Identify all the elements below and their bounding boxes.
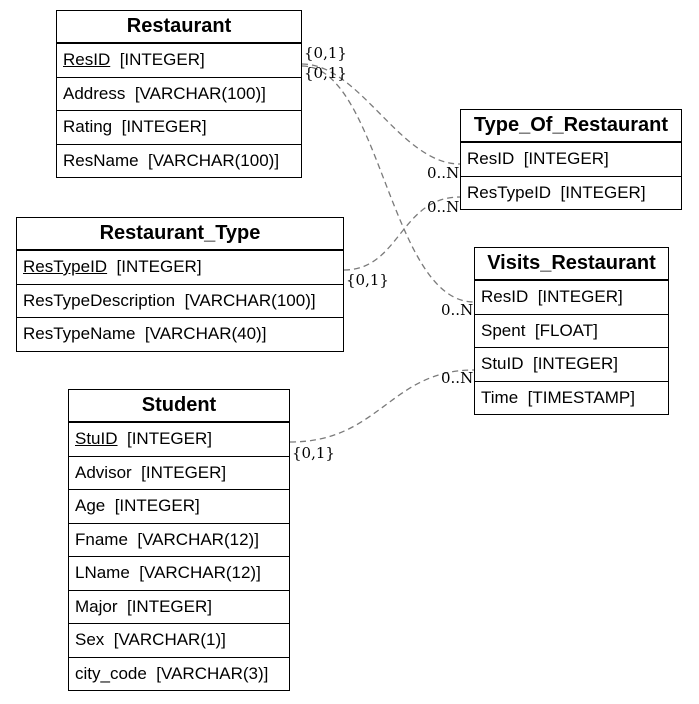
card-stu-visits-to: 0..N (441, 369, 473, 387)
column-name: ResTypeID (467, 182, 552, 202)
column-type: [VARCHAR(12)] (137, 529, 259, 549)
card-res-visits-to: 0..N (441, 301, 473, 319)
column-row: Rating [INTEGER] (57, 110, 301, 144)
column-name: Major (75, 596, 118, 616)
column-name: Fname (75, 529, 128, 549)
column-row: ResTypeName [VARCHAR(40)] (17, 317, 343, 351)
column-name: Sex (75, 630, 105, 649)
entity-type-of-restaurant[interactable]: Type_Of_Restaurant ResID [INTEGER] ResTy… (460, 109, 682, 210)
column-type: [INTEGER] (114, 496, 200, 515)
column-name: ResID (467, 149, 515, 168)
entity-restaurant[interactable]: Restaurant ResID [INTEGER] Address [VARC… (56, 10, 302, 178)
card-res-visits-from: {0,1} (304, 64, 347, 82)
entity-restaurant-type[interactable]: Restaurant_Type ResTypeID [INTEGER] ResT… (16, 217, 344, 352)
link-restaurant-type-of-restaurant (301, 63, 461, 165)
entity-visits-restaurant[interactable]: Visits_Restaurant ResID [INTEGER] Spent … (474, 247, 669, 415)
column-row: StuID [INTEGER] (475, 347, 668, 381)
entity-title: Restaurant (57, 11, 301, 43)
column-row: Major [INTEGER] (69, 589, 289, 624)
column-name: Age (75, 496, 106, 515)
column-name: Address (63, 83, 126, 103)
column-name: Rating (63, 117, 113, 136)
link-restaurant-visits-restaurant (301, 65, 475, 303)
card-stu-visits-from: {0,1} (292, 444, 335, 462)
card-res-type-from: {0,1} (304, 44, 347, 62)
column-type: [VARCHAR(100)] (148, 150, 280, 170)
column-type: [INTEGER] (523, 149, 609, 168)
column-name: Advisor (75, 462, 132, 482)
column-type: [VARCHAR(100)] (134, 83, 266, 103)
column-name: Time (481, 387, 519, 407)
column-type: [INTEGER] (126, 596, 212, 616)
column-type: [VARCHAR(3)] (156, 663, 269, 683)
column-name: LName (75, 563, 130, 582)
column-row: Fname [VARCHAR(12)] (69, 522, 289, 557)
column-row: ResTypeDescription [VARCHAR(100)] (17, 283, 343, 318)
column-type: [INTEGER] (532, 354, 618, 373)
column-name: city_code (75, 663, 147, 683)
column-name: ResID (63, 50, 111, 69)
column-name: ResTypeName (23, 324, 136, 343)
entity-title: Restaurant_Type (17, 218, 343, 250)
column-type: [VARCHAR(100)] (184, 290, 316, 310)
column-row: Spent [FLOAT] (475, 313, 668, 348)
card-restype-type-to: 0..N (427, 198, 459, 216)
column-row: ResTypeID [INTEGER] (17, 250, 343, 284)
column-row: ResID [INTEGER] (461, 142, 681, 176)
column-name: ResTypeID (23, 257, 108, 276)
column-type: [VARCHAR(12)] (139, 563, 261, 582)
column-type: [INTEGER] (537, 287, 623, 306)
link-student-visits-restaurant (289, 369, 475, 443)
column-row: city_code [VARCHAR(3)] (69, 656, 289, 691)
card-restype-from: {0,1} (346, 271, 389, 289)
link-restaurant-type-type-of-restaurant (343, 196, 461, 271)
column-name: StuID (481, 354, 524, 373)
column-row: Advisor [INTEGER] (69, 455, 289, 490)
column-row: ResID [INTEGER] (57, 43, 301, 77)
column-row: Time [TIMESTAMP] (475, 380, 668, 415)
column-type: [FLOAT] (534, 320, 598, 340)
column-type: [TIMESTAMP] (527, 387, 635, 407)
column-type: [INTEGER] (119, 50, 205, 69)
column-type: [INTEGER] (121, 117, 207, 136)
column-type: [INTEGER] (141, 462, 227, 482)
entity-title: Type_Of_Restaurant (461, 110, 681, 142)
column-row: ResTypeID [INTEGER] (461, 175, 681, 210)
card-res-type-to: 0..N (427, 164, 459, 182)
column-name: ResName (63, 150, 139, 170)
column-type: [VARCHAR(40)] (144, 324, 267, 343)
entity-student[interactable]: Student StuID [INTEGER] Advisor [INTEGER… (68, 389, 290, 691)
column-type: [INTEGER] (116, 257, 202, 276)
column-type: [VARCHAR(1)] (113, 630, 226, 649)
column-type: [INTEGER] (560, 182, 646, 202)
entity-title: Student (69, 390, 289, 422)
column-row: ResID [INTEGER] (475, 280, 668, 314)
column-name: ResTypeDescription (23, 290, 176, 310)
column-type: [INTEGER] (126, 429, 212, 448)
entity-title: Visits_Restaurant (475, 248, 668, 280)
column-row: Age [INTEGER] (69, 489, 289, 523)
column-name: Spent (481, 320, 526, 340)
column-name: ResID (481, 287, 529, 306)
column-row: ResName [VARCHAR(100)] (57, 143, 301, 178)
column-row: StuID [INTEGER] (69, 422, 289, 456)
column-row: Sex [VARCHAR(1)] (69, 623, 289, 657)
column-row: LName [VARCHAR(12)] (69, 556, 289, 590)
column-row: Address [VARCHAR(100)] (57, 76, 301, 111)
column-name: StuID (75, 429, 118, 448)
